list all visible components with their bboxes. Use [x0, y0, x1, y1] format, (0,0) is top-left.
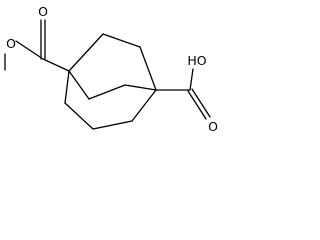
- bond-c1-mid-a: [68, 70, 90, 100]
- bond-carbonyl-c-bridgehead: [42, 58, 70, 72]
- bond-mid-a-mid-b: [88, 84, 126, 100]
- bond-acid-c-oh: [189, 68, 194, 91]
- bond-acid-c-o-double-a: [187, 90, 207, 120]
- bond-acid-c-o-double-b: [191, 88, 211, 118]
- structure-canvas: O O HO O: [0, 0, 232, 147]
- bond-c1-bot-a: [64, 70, 70, 104]
- carboxylic-acid-group: [155, 68, 211, 120]
- bicyclic-core: [64, 33, 157, 130]
- ester-ether-oxygen-label: O: [6, 36, 16, 51]
- acid-carbonyl-oxygen-label: O: [208, 119, 218, 134]
- molecule-structure: O O HO O: [4, 4, 218, 134]
- bond-c1-top-a: [68, 33, 104, 72]
- bond-o-carbonyl-c: [15, 40, 44, 60]
- bond-top-a-top-b: [102, 33, 141, 48]
- bond-bot-b-bot-c: [92, 120, 133, 130]
- acid-hydroxyl-label: HO: [187, 53, 206, 68]
- bond-bot-a-bot-b: [64, 102, 94, 130]
- methyl-ester-group: [4, 19, 70, 72]
- bond-bot-c-c5: [131, 89, 157, 122]
- bond-mid-b-c5: [124, 84, 157, 91]
- bond-top-b-c5: [139, 46, 157, 91]
- ester-carbonyl-oxygen-label: O: [38, 4, 48, 19]
